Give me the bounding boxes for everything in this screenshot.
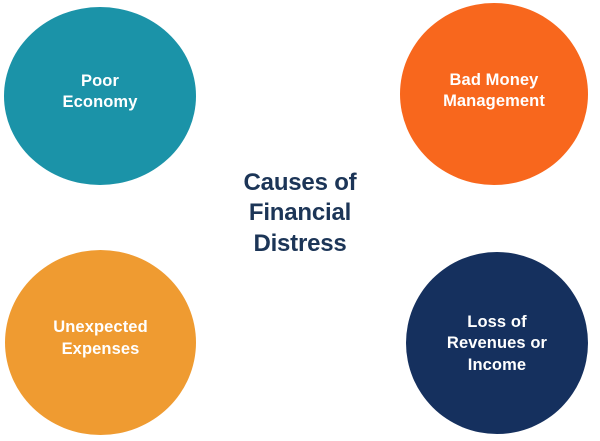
diagram-node-label: Poor Economy bbox=[62, 71, 138, 111]
diagram-node-loss-of-revenues-or-income: Loss of Revenues or Income bbox=[406, 252, 588, 434]
diagram-node-label: Unexpected Expenses bbox=[53, 318, 148, 358]
diagram-node-unexpected-expenses: Unexpected Expenses bbox=[5, 250, 196, 435]
diagram-node-label: Loss of Revenues or Income bbox=[446, 313, 548, 374]
diagram-center-title: Causes of Financial Distress bbox=[243, 169, 357, 257]
diagram-node-poor-economy: Poor Economy bbox=[4, 7, 196, 185]
diagram-node-label: Bad Money Management bbox=[443, 70, 545, 110]
diagram-node-bad-money-management: Bad Money Management bbox=[400, 3, 588, 185]
